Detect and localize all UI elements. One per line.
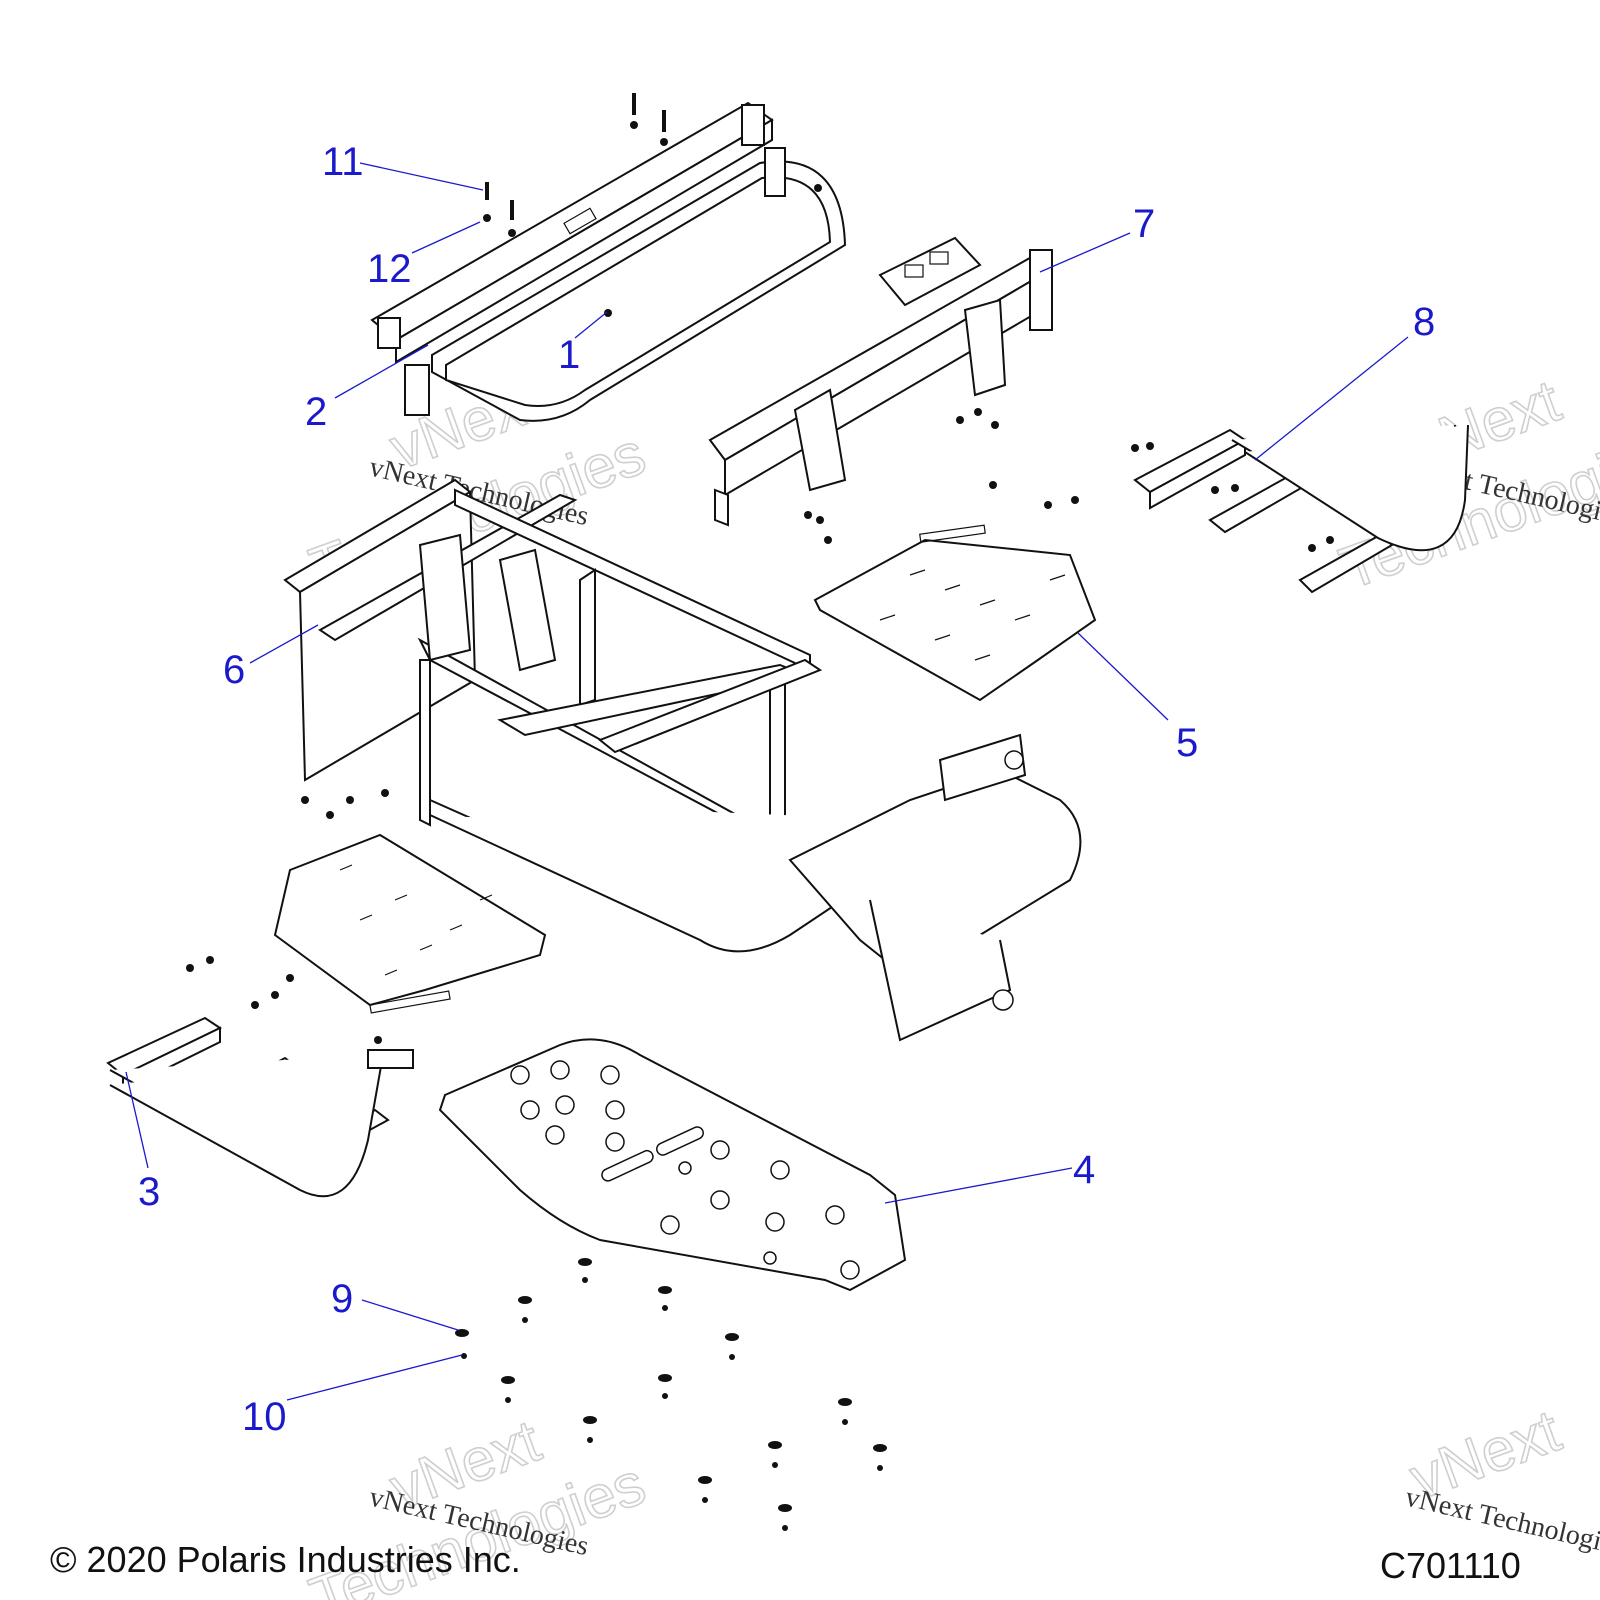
leader-2 <box>334 344 429 399</box>
part-7-cross-member <box>708 236 1053 527</box>
callout-numbers: 1 2 3 4 5 6 7 8 9 10 11 12 <box>138 140 1435 1439</box>
part-8-hardware <box>1131 442 1334 552</box>
leader-10 <box>286 1354 463 1401</box>
callout-6: 6 <box>223 648 245 692</box>
leader-11 <box>359 162 484 191</box>
part-3-bolt <box>374 1036 382 1044</box>
callout-12: 12 <box>367 247 412 291</box>
left-floor-plate <box>273 833 547 1014</box>
callout-3: 3 <box>138 1170 160 1214</box>
leader-6 <box>249 624 319 664</box>
leader-5 <box>1077 632 1169 721</box>
callout-7: 7 <box>1133 202 1155 246</box>
leader-9 <box>361 1299 459 1331</box>
leader-4 <box>884 1167 1073 1204</box>
part-9-10-hardware <box>455 1258 887 1531</box>
callout-1: 1 <box>558 333 580 377</box>
callout-4: 4 <box>1073 1148 1095 1192</box>
callout-8: 8 <box>1413 300 1435 344</box>
leader-7 <box>1039 232 1131 273</box>
callout-leaders <box>125 162 1409 1401</box>
callout-9: 9 <box>331 1277 353 1321</box>
leader-8 <box>1254 336 1409 461</box>
part-2-hardware <box>483 93 822 317</box>
part-5-right-floor-plate <box>813 524 1097 702</box>
leader-12 <box>411 221 481 254</box>
diagram-code: C701110 <box>1380 1545 1521 1586</box>
copyright-text: © 2020 Polaris Industries Inc. <box>50 1539 521 1580</box>
part-6-hardware <box>301 789 389 819</box>
callout-11: 11 <box>322 140 364 184</box>
part-4-skid-plate <box>438 1038 907 1292</box>
callout-5: 5 <box>1176 721 1198 765</box>
part-2-bed-frame <box>370 101 847 422</box>
callout-10: 10 <box>242 1395 287 1439</box>
leader-3 <box>125 1071 149 1169</box>
part-7-hardware <box>804 408 1079 544</box>
part-8-right-rail <box>1133 424 1469 594</box>
part-3-left-rail <box>106 1016 414 1198</box>
part-6-main-chassis <box>283 478 1082 1042</box>
leader-1 <box>574 311 608 339</box>
left-floor-hardware <box>186 956 294 1009</box>
callout-2: 2 <box>305 390 327 434</box>
